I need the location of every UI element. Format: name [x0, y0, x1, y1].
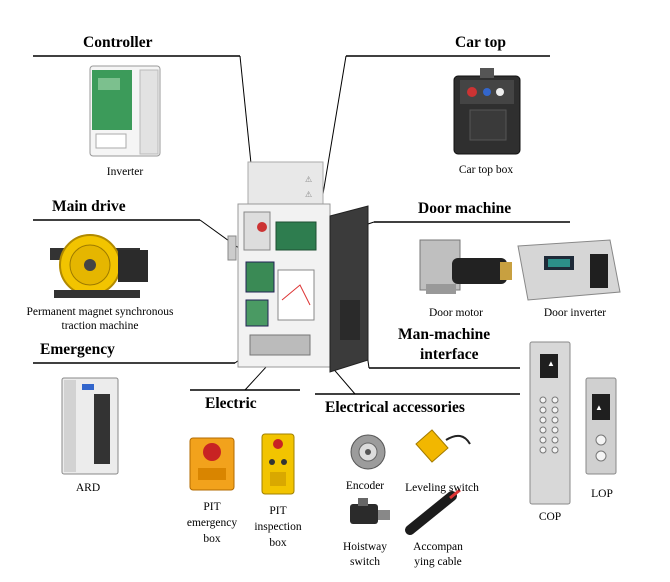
caption-pit-inspection-2: inspection: [254, 521, 302, 533]
caption-inverter: Inverter: [106, 166, 144, 178]
caption-ard: ARD: [75, 482, 101, 494]
heading-car-top: Car top: [455, 34, 506, 51]
hoistway-switch-image: [350, 498, 390, 524]
caption-hoistway-1: Hoistway: [342, 541, 388, 553]
svg-text:▲: ▲: [547, 359, 555, 368]
leveling-switch-image: [415, 429, 471, 463]
caption-cop: COP: [538, 511, 562, 523]
door-inverter-image: [517, 239, 621, 301]
heading-electrical-accessories: Electrical accessories: [325, 399, 465, 416]
cop-image: ▲: [529, 341, 571, 505]
caption-leveling-switch: Leveling switch: [405, 482, 479, 494]
heading-electric: Electric: [205, 395, 257, 412]
caption-door-inverter: Door inverter: [543, 307, 607, 319]
pit-emergency-box-image: [189, 437, 235, 491]
caption-traction-line2: traction machine: [61, 320, 139, 332]
heading-main-drive: Main drive: [52, 198, 126, 215]
door-motor-image: [419, 239, 512, 294]
heading-hmi-line1: Man-machine: [398, 326, 491, 343]
heading-door-machine: Door machine: [418, 200, 512, 217]
heading-emergency: Emergency: [40, 341, 115, 358]
control-cabinet: ⚠ ⚠: [227, 161, 369, 373]
caption-cable-2: ying cable: [414, 556, 462, 568]
caption-traction-line1: Permanent magnet synchronous: [26, 306, 174, 318]
caption-pit-emergency-3: box: [203, 533, 221, 545]
accompanying-cable-image: [405, 488, 461, 535]
caption-lop: LOP: [591, 488, 613, 500]
heading-hmi-line2: interface: [420, 346, 479, 363]
ard-image: [61, 377, 119, 475]
svg-text:▲: ▲: [595, 403, 603, 412]
caption-car-top-box: Car top box: [458, 164, 514, 176]
caption-hoistway-2: switch: [349, 556, 381, 568]
caption-pit-inspection-1: PIT: [269, 505, 287, 517]
encoder-image: [350, 434, 386, 470]
caption-pit-emergency-2: emergency: [186, 517, 238, 529]
caption-encoder: Encoder: [345, 480, 385, 492]
inverter-image: [89, 65, 161, 157]
caption-pit-inspection-3: box: [269, 537, 287, 549]
caption-door-motor: Door motor: [429, 307, 483, 319]
caption-pit-emergency-1: PIT: [203, 501, 221, 513]
heading-controller: Controller: [83, 34, 153, 51]
pit-inspection-box-image: [261, 433, 295, 495]
car-top-box-image: [453, 68, 521, 155]
svg-text:⚠: ⚠: [305, 190, 312, 199]
caption-cable-1: Accompan: [413, 541, 463, 553]
lop-image: ▲: [585, 377, 617, 475]
svg-text:⚠: ⚠: [305, 175, 312, 184]
traction-machine-image: [50, 234, 148, 298]
